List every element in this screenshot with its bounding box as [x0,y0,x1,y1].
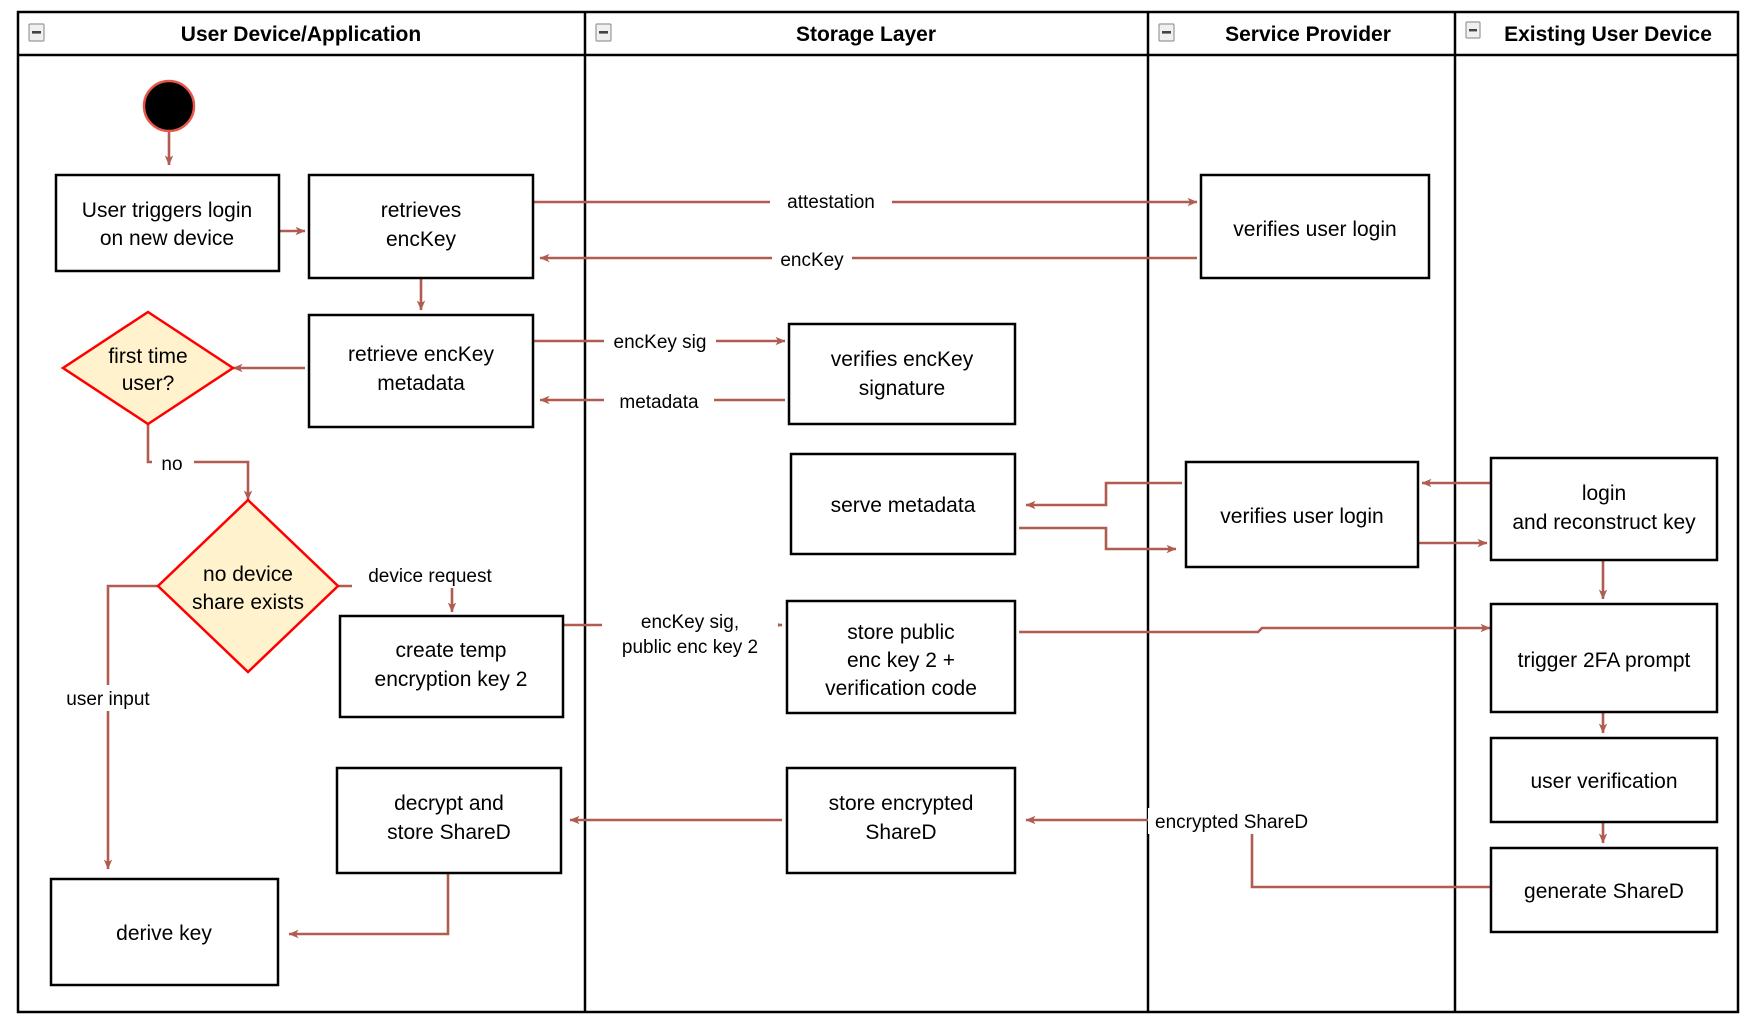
node-label: on new device [100,227,234,250]
node-label: store encrypted [829,792,974,815]
node-label: first time [108,345,187,368]
node-label: verification code [825,677,977,700]
node-label: share exists [192,591,304,614]
node-verifies-enckey-signature[interactable]: verifies encKey signature [787,322,1017,426]
node-store-public-enc-key-2[interactable]: store public enc key 2 + verification co… [785,599,1017,715]
node-create-temp-encryption-key-2[interactable]: create temp encryption key 2 [338,614,565,719]
node-label: derive key [116,922,212,945]
node-retrieves-enckey[interactable]: retrieves encKey [307,173,535,280]
lane-title-storage: Storage Layer [796,23,936,46]
label-bg [1148,808,1338,834]
edge-label-metadata: metadata [619,392,699,413]
node-label: encKey [386,228,457,251]
node-user-triggers-login[interactable]: User triggers login on new device [54,173,281,273]
edge-label-enckey-sig-pub-1: encKey sig, [641,612,739,633]
node-login-and-reconstruct-key[interactable]: login and reconstruct key [1489,456,1719,562]
node-retrieve-enckey-metadata[interactable]: retrieve encKey metadata [307,313,535,429]
lane-header-service-provider: Service Provider [1158,23,1391,46]
node-label: enc key 2 + [847,649,955,672]
label-bg [772,246,852,272]
minus-icon-bar [32,31,41,34]
edge-label-attestation: attestation [787,192,875,213]
edge-sp2-to-serve [1025,481,1182,510]
node-label: encryption key 2 [375,668,528,691]
edge-label-device-request: device request [368,566,492,587]
node-label: user verification [1530,770,1677,793]
node-label: signature [859,377,945,400]
node-serve-metadata[interactable]: serve metadata [789,452,1017,556]
edge-label-encrypted-shared: encrypted ShareD [1155,812,1308,833]
node-no-device-share-exists[interactable]: no device share exists [156,498,340,674]
minus-icon-bar [1469,29,1477,32]
node-label: decrypt and [394,792,504,815]
lane-header-storage: Storage Layer [595,23,936,46]
edge-label-enckey-sig-pub-2: public enc key 2 [622,637,758,658]
label-bg [152,450,194,476]
node-derive-key[interactable]: derive key [49,877,280,987]
node-label: verifies user login [1233,218,1396,241]
node-label: retrieve encKey [348,343,494,366]
label-bg [602,607,778,659]
node-label: retrieves [381,199,462,222]
node-verifies-user-login-1[interactable]: verifies user login [1199,173,1431,280]
edge-storepub-to-2fa [1019,623,1491,634]
edge-decrypt-to-derive [288,873,450,939]
lane-title-service-provider: Service Provider [1225,23,1391,46]
edge-label-enckey: encKey [780,250,844,271]
node-label: and reconstruct key [1512,511,1696,534]
edge-label-user-input: user input [66,689,150,710]
node-generate-shared[interactable]: generate ShareD [1489,846,1719,934]
label-bg [352,562,510,588]
diagram-frame [16,10,1740,1014]
node-first-time-user[interactable]: first time user? [60,310,236,426]
edge-serve-to-sp2 [1019,526,1177,554]
node-trigger-2fa-prompt[interactable]: trigger 2FA prompt [1489,602,1719,714]
lane-header-existing-device: Existing User Device [1465,21,1712,46]
node-user-verification[interactable]: user verification [1489,736,1719,824]
node-verifies-user-login-2[interactable]: verifies user login [1184,460,1420,569]
label-bg [604,388,714,414]
node-label: verifies user login [1220,505,1383,528]
node-label: login [1582,482,1626,505]
node-label: no device [203,563,293,586]
edge-user-input [103,584,158,870]
label-bg [770,188,892,214]
node-label: metadata [377,372,465,395]
node-label: store public [847,621,954,644]
node-label: serve metadata [831,494,976,517]
initial-node [142,79,196,133]
node-label: generate ShareD [1524,880,1684,903]
lane-title-user-device: User Device/Application [181,23,421,46]
node-label: User triggers login [82,199,252,222]
edge-label-enckey-sig: encKey sig [614,332,707,353]
edge-device-request [338,584,457,613]
node-label: create temp [396,639,507,662]
node-label: store ShareD [387,821,511,844]
node-label: ShareD [865,821,936,844]
edge-label-no: no [161,454,182,475]
label-bg [604,328,716,354]
node-label: user? [122,372,175,395]
lane-header-user-device: User Device/Application [28,23,421,46]
edge-firsttime-no [146,424,253,501]
minus-icon-bar [1162,31,1171,34]
lane-title-existing-device: Existing User Device [1504,23,1712,46]
node-store-encrypted-shared[interactable]: store encrypted ShareD [785,766,1017,875]
minus-icon-bar [599,31,608,34]
label-bg [50,685,170,711]
node-label: trigger 2FA prompt [1518,649,1691,672]
node-label: verifies encKey [831,348,974,371]
node-decrypt-and-store-shared[interactable]: decrypt and store ShareD [335,766,563,875]
